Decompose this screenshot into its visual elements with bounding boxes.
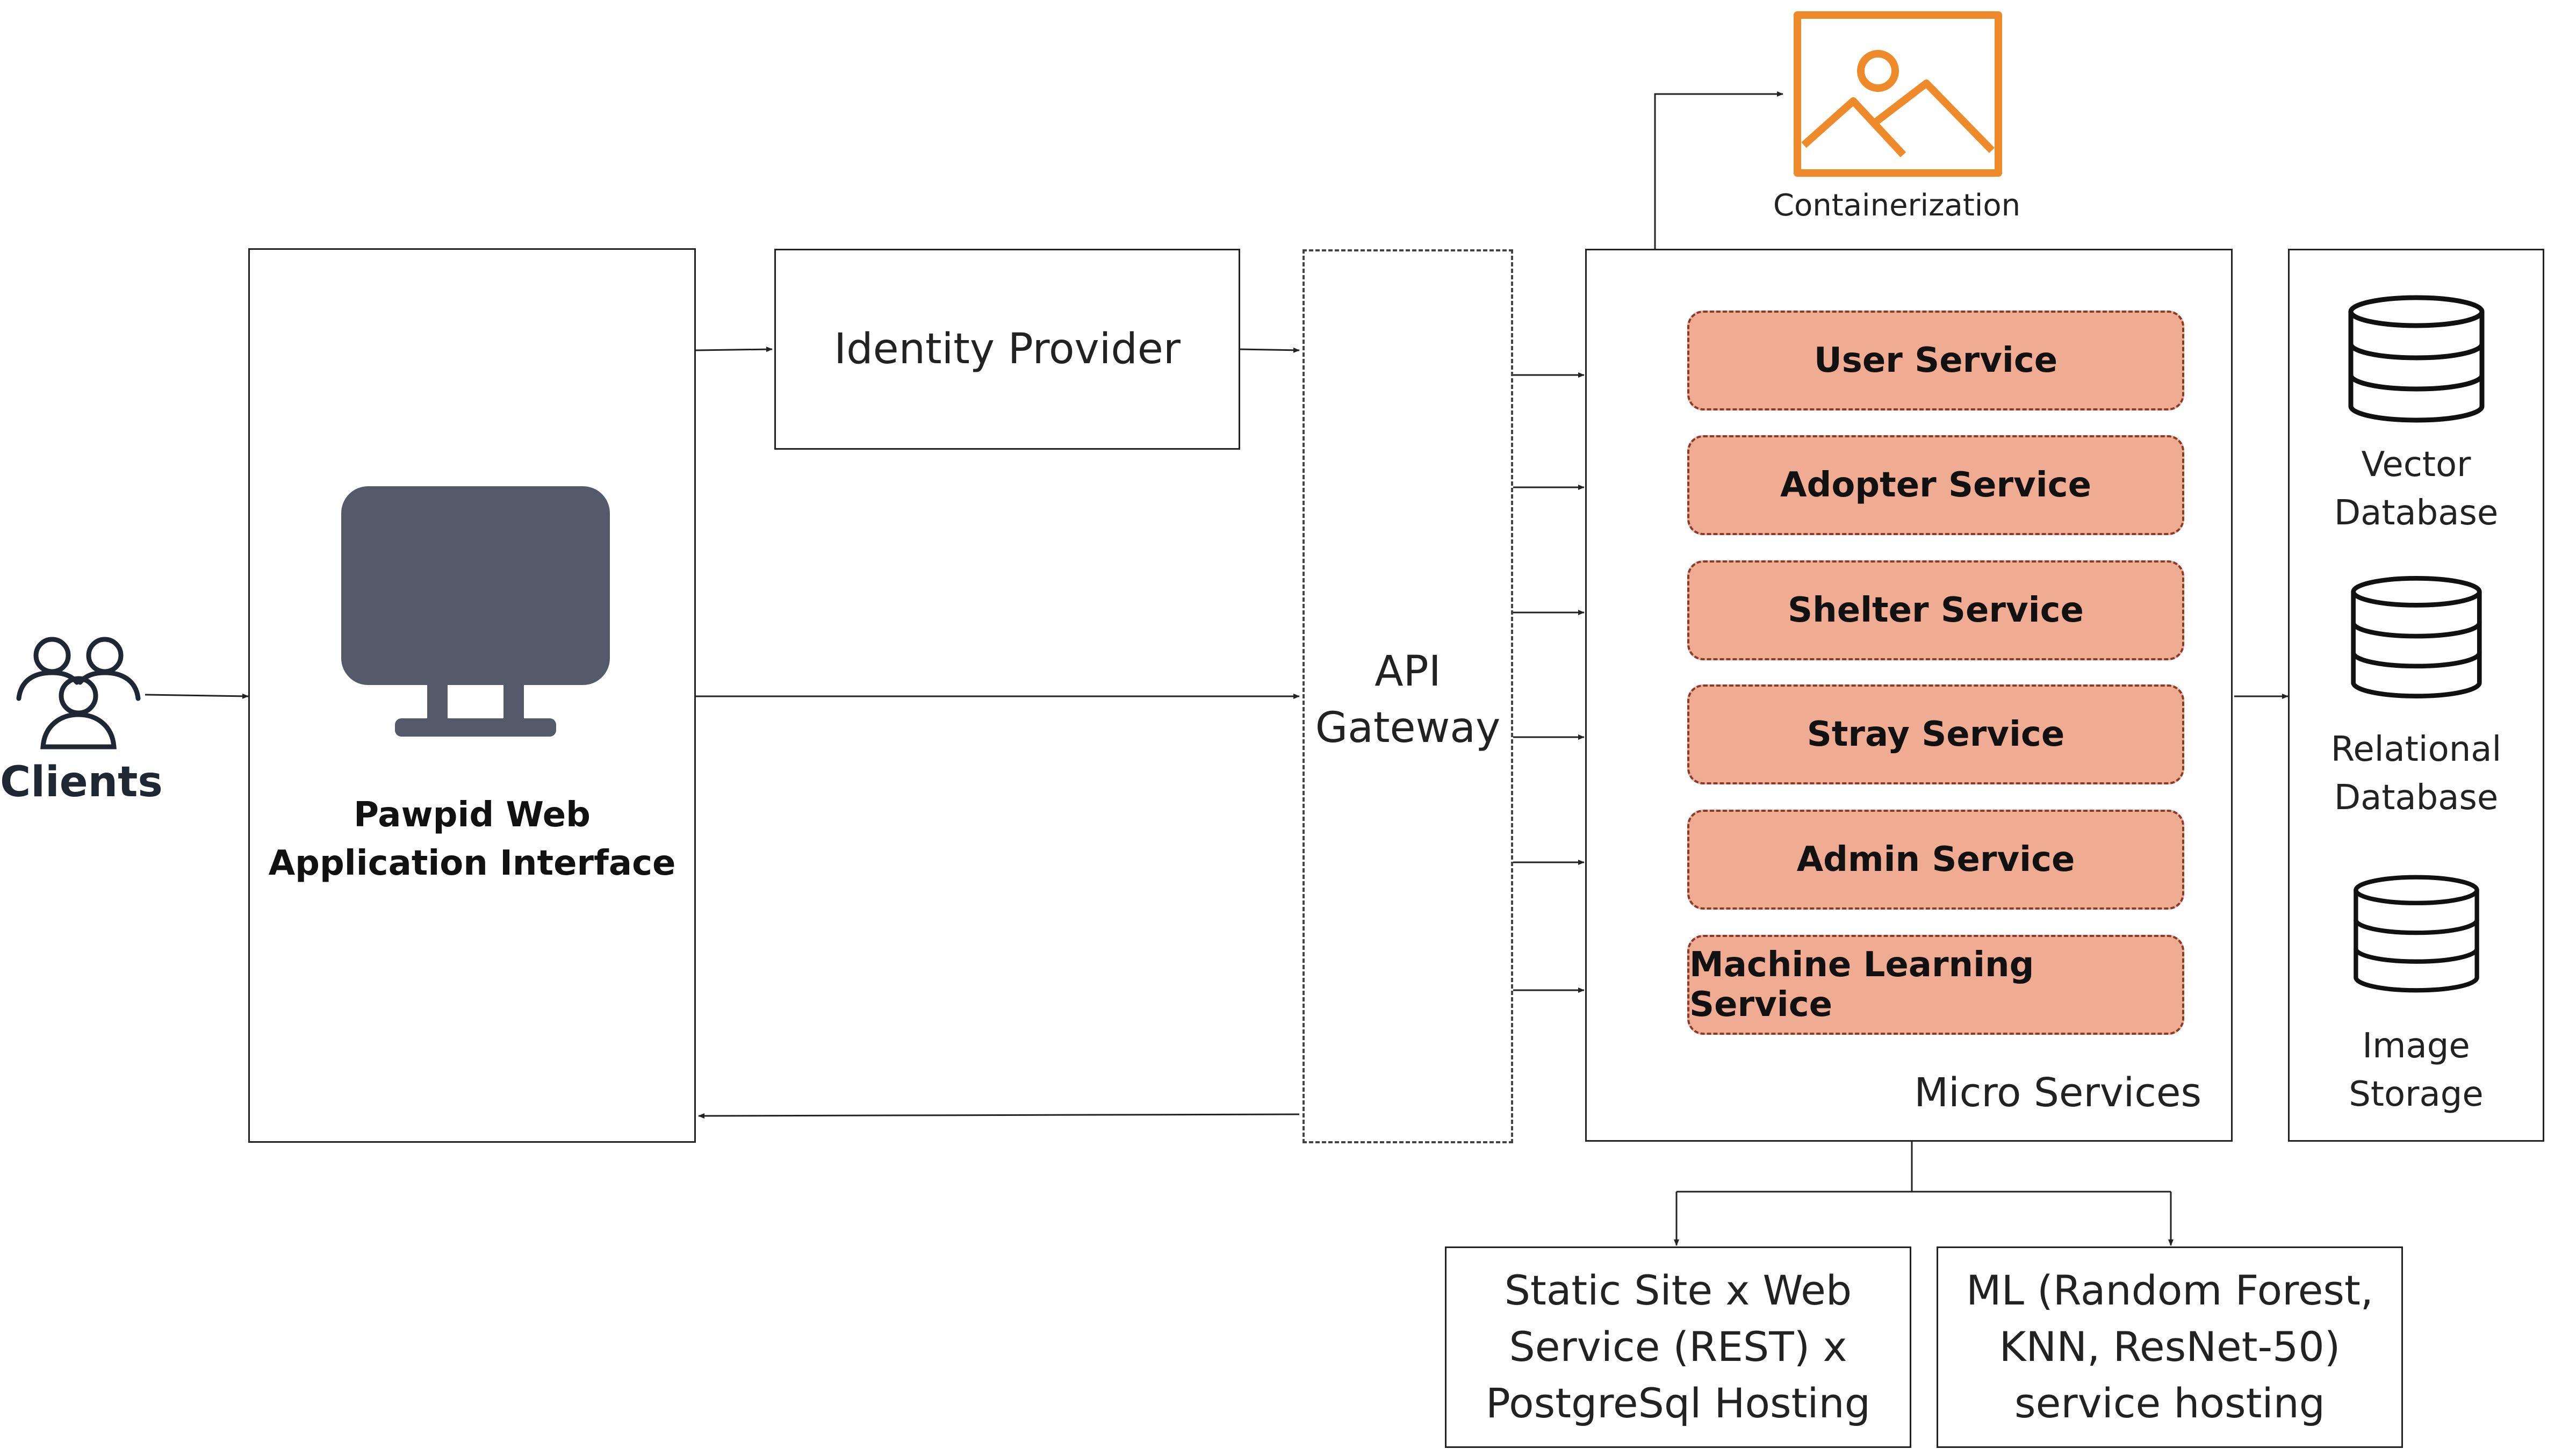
web-app-label-line2: Application Interface xyxy=(268,843,676,883)
static-hosting-box: Static Site x Web Service (REST) x Postg… xyxy=(1445,1246,1911,1448)
admin-service: Admin Service xyxy=(1687,810,2184,910)
database-icon xyxy=(2351,576,2482,698)
image-icon xyxy=(1794,11,2002,177)
clients-node: Clients xyxy=(0,629,163,811)
web-app-label: Pawpid Web Application Interface xyxy=(250,795,694,884)
ml-hosting-line3: service hosting xyxy=(2014,1379,2325,1427)
api-gateway-box: API Gateway xyxy=(1303,249,1513,1143)
arrow-clients-to-webapp xyxy=(145,693,249,699)
relational-database-label: Relational Database xyxy=(2290,726,2543,822)
static-hosting-line2: Service (REST) x xyxy=(1509,1323,1847,1371)
vector-database-label: Vector Database xyxy=(2290,441,2543,537)
api-gateway-label-line2: Gateway xyxy=(1315,704,1501,753)
identity-provider-label: Identity Provider xyxy=(834,325,1181,373)
storage-box: Vector Database Relational Database Imag… xyxy=(2288,249,2544,1142)
containerization-label: Containerization xyxy=(1773,188,2021,223)
micro-services-label: Micro Services xyxy=(1914,1070,2201,1116)
identity-provider-box: Identity Provider xyxy=(774,249,1240,450)
ml-hosting-label: ML (Random Forest, KNN, ResNet-50) servi… xyxy=(1966,1263,2373,1432)
api-gateway-label: API Gateway xyxy=(1305,644,1511,757)
relational-database-label-line1: Relational xyxy=(2330,730,2502,769)
image-storage-label: Image Storage xyxy=(2290,1022,2543,1119)
arrow-identity-to-gateway xyxy=(1238,347,1300,353)
adopter-service: Adopter Service xyxy=(1687,435,2184,535)
relational-database-label-line2: Database xyxy=(2334,777,2499,818)
stray-service: Stray Service xyxy=(1687,684,2184,784)
machine-learning-service: Machine Learning Service xyxy=(1687,935,2184,1035)
containerization-node: Containerization xyxy=(1762,8,2031,234)
web-app-box: Pawpid Web Application Interface xyxy=(248,248,696,1143)
vector-database-label-line1: Vector xyxy=(2361,445,2471,485)
static-hosting-label: Static Site x Web Service (REST) x Postg… xyxy=(1486,1263,1870,1432)
database-icon xyxy=(2354,875,2479,993)
users-icon xyxy=(16,637,141,749)
vector-database-label-line2: Database xyxy=(2334,493,2499,533)
ml-hosting-line2: KNN, ResNet-50) xyxy=(1999,1323,2341,1371)
database-icon xyxy=(2348,295,2485,423)
static-hosting-line3: PostgreSql Hosting xyxy=(1486,1379,1870,1427)
ml-hosting-box: ML (Random Forest, KNN, ResNet-50) servi… xyxy=(1937,1246,2403,1448)
user-service: User Service xyxy=(1687,311,2184,410)
arrow-gateway-to-webapp xyxy=(698,1113,1300,1119)
api-gateway-label-line1: API xyxy=(1375,647,1441,696)
static-hosting-line1: Static Site x Web xyxy=(1504,1266,1852,1315)
arrow-webapp-to-identity xyxy=(695,347,773,352)
monitor-icon xyxy=(341,486,610,737)
image-storage-label-line1: Image xyxy=(2362,1026,2470,1066)
web-app-label-line1: Pawpid Web xyxy=(354,795,591,835)
shelter-service: Shelter Service xyxy=(1687,560,2184,660)
image-storage-label-line2: Storage xyxy=(2349,1074,2484,1114)
clients-label: Clients xyxy=(0,758,163,806)
ml-hosting-line1: ML (Random Forest, xyxy=(1966,1266,2373,1315)
